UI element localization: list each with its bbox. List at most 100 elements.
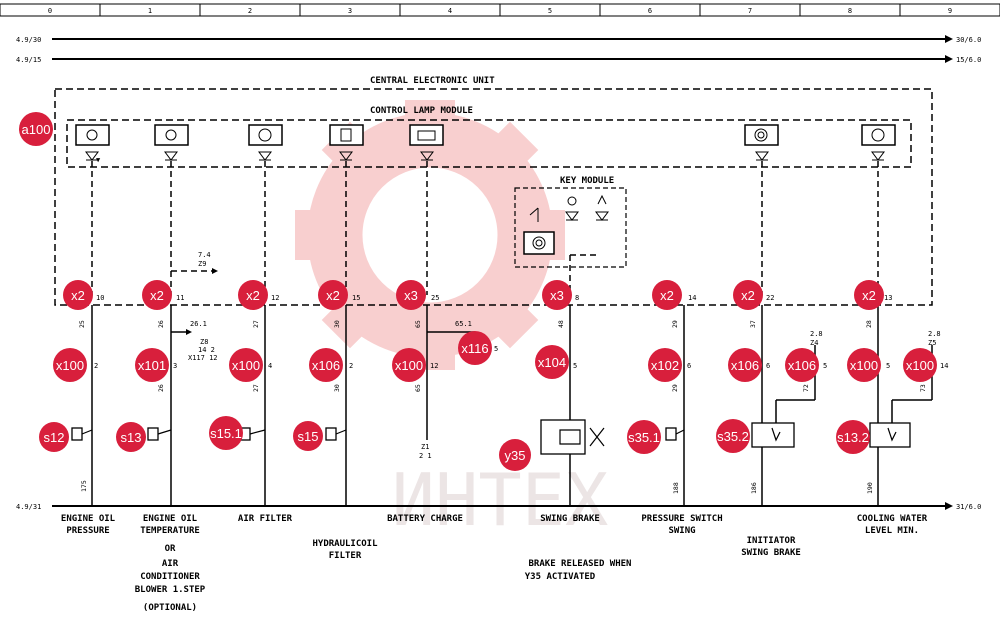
- lamp-coolant: [861, 124, 896, 146]
- svg-text:x100: x100: [232, 358, 260, 373]
- badge-x116-5: x116: [458, 331, 492, 365]
- pin-q5: 5: [494, 345, 498, 353]
- control-lamp-module-label: CONTROL LAMP MODULE: [370, 106, 473, 116]
- central-electronic-unit-box: [54, 88, 933, 306]
- caption-oil-temp-7: (OPTIONAL): [143, 603, 197, 613]
- power-rails: [52, 38, 945, 507]
- badge-layer: a100 x2 x2 x2 x2 x3 x3 x2 x2 x2 x100 x10…: [19, 112, 937, 471]
- caption-pressure-switch-2: SWING: [668, 526, 695, 536]
- badge-x2-15: x2: [318, 280, 348, 310]
- caption-brake-released-1: BRAKE RELEASED WHEN: [529, 559, 632, 569]
- battery-icon: [417, 130, 436, 141]
- rail-31-right: 31/6.0: [956, 503, 981, 511]
- svg-text:x3: x3: [550, 288, 564, 303]
- svg-text:x101: x101: [138, 358, 166, 373]
- svg-text:x100: x100: [56, 358, 84, 373]
- pin-22: 22: [766, 294, 774, 302]
- wire-30: 30: [333, 320, 341, 328]
- badge-x106-2: x106: [309, 348, 343, 382]
- rail-31-left: 4.9/31: [16, 503, 41, 511]
- ref-2-1: 2 1: [419, 452, 432, 460]
- ref-z8: Z8: [200, 338, 208, 346]
- wire-29b: 29: [671, 384, 679, 392]
- caption-oil-temp-1: ENGINE OIL: [143, 514, 198, 524]
- wire-188: 188: [672, 482, 680, 494]
- wire-65b: 65: [414, 384, 422, 392]
- badge-x100-5: x100: [847, 348, 881, 382]
- badge-x101-3: x101: [135, 348, 169, 382]
- col-8: 8: [848, 7, 852, 15]
- coolant-icon: [871, 128, 885, 142]
- wire-27: 27: [252, 320, 260, 328]
- caption-engine-oil-pressure-1: ENGINE OIL: [61, 514, 116, 524]
- badge-s15: s15: [293, 421, 323, 451]
- brake-icon: [754, 128, 768, 142]
- lamp-oil-pressure: ▼: [75, 124, 110, 164]
- caption-cooling-2: LEVEL MIN.: [865, 526, 919, 536]
- col-0: 0: [48, 7, 52, 15]
- caption-oil-temp-4: AIR: [162, 559, 179, 569]
- svg-text:s15.1: s15.1: [210, 426, 242, 441]
- svg-text:x104: x104: [538, 355, 566, 370]
- wire-48: 48: [557, 320, 565, 328]
- oil-can-icon: [86, 129, 98, 141]
- lamp-hydraulic-filter: [329, 124, 364, 146]
- badge-s35-2: s35.2: [716, 419, 750, 453]
- svg-text:x2: x2: [71, 288, 85, 303]
- caption-oil-temp-5: CONDITIONER: [140, 572, 200, 582]
- pin-13: 13: [884, 294, 892, 302]
- badge-x2-14: x2: [652, 280, 682, 310]
- rail-30-left: 4.9/30: [16, 36, 41, 44]
- caption-hydraulic-1: HYDRAULICOIL: [312, 539, 378, 549]
- lamp-swing-brake: [744, 124, 779, 146]
- pin-15: 15: [352, 294, 360, 302]
- col-4: 4: [448, 7, 452, 15]
- badge-x106-6: x106: [728, 348, 762, 382]
- svg-text:s35.2: s35.2: [717, 429, 749, 444]
- pin-25: 25: [431, 294, 439, 302]
- badge-x3-25: x3: [396, 280, 426, 310]
- control-lamp-module-box: [66, 119, 912, 168]
- pin-q5b: 5: [573, 362, 577, 370]
- svg-text:a100: a100: [22, 122, 51, 137]
- svg-text:x106: x106: [731, 358, 759, 373]
- pin-q6: 6: [687, 362, 691, 370]
- rail-15-left: 4.9/15: [16, 56, 41, 64]
- wire-37: 37: [749, 320, 757, 328]
- pin-14: 14: [688, 294, 696, 302]
- wire-25: 25: [78, 320, 86, 328]
- rail-15-right: 15/6.0: [956, 56, 981, 64]
- rail-30-right: 30/6.0: [956, 36, 981, 44]
- svg-text:y35: y35: [505, 448, 526, 463]
- ref-z5: Z5: [928, 339, 936, 347]
- ref-7-4: 7.4: [198, 251, 211, 259]
- badge-x2-11: x2: [142, 280, 172, 310]
- badge-x104-5: x104: [535, 345, 569, 379]
- col-7: 7: [748, 7, 752, 15]
- wire-26b: 26: [157, 384, 165, 392]
- svg-text:x2: x2: [326, 288, 340, 303]
- caption-swing-brake: SWING BRAKE: [540, 514, 600, 524]
- svg-text:x2: x2: [246, 288, 260, 303]
- brake-key-icon: [532, 236, 546, 250]
- wire-30b: 30: [333, 384, 341, 392]
- col-1: 1: [148, 7, 152, 15]
- badge-x2-12: x2: [238, 280, 268, 310]
- badge-x102-6: x102: [648, 348, 682, 382]
- watermark-text: ИНТЕХ: [392, 458, 609, 542]
- svg-text:s15: s15: [298, 429, 319, 444]
- svg-text:x100: x100: [906, 358, 934, 373]
- ref-2-8-a: 2.8: [810, 330, 823, 338]
- badge-s12: s12: [39, 422, 69, 452]
- badge-x100-4: x100: [229, 348, 263, 382]
- wire-186: 186: [750, 482, 758, 494]
- svg-text:s13.2: s13.2: [837, 430, 869, 445]
- column-header: 0 1 2 3 4 5 6 7 8 9: [0, 3, 1000, 17]
- pin-q3: 3: [173, 362, 177, 370]
- svg-text:s35.1: s35.1: [628, 430, 660, 445]
- wire-65: 65: [414, 320, 422, 328]
- pin-12: 12: [271, 294, 279, 302]
- caption-air-filter: AIR FILTER: [238, 514, 293, 524]
- wire-190: 190: [866, 482, 874, 494]
- thermometer-icon: [165, 129, 177, 141]
